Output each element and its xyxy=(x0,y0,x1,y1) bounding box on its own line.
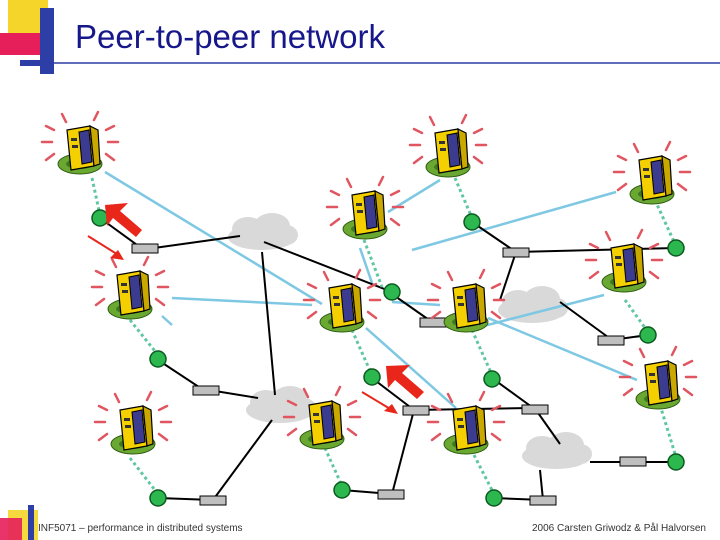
router-icon xyxy=(667,453,685,471)
arrows xyxy=(87,203,424,414)
server-icon xyxy=(93,390,173,456)
peer-links xyxy=(104,170,638,409)
cloud-icon xyxy=(498,286,568,323)
router-icon xyxy=(149,350,167,368)
arrow-icon xyxy=(386,365,424,399)
router-icon xyxy=(149,489,167,507)
hub-icon xyxy=(419,317,447,328)
server-icon xyxy=(90,255,170,321)
hub-icon xyxy=(377,489,405,500)
hub-icon xyxy=(521,404,549,415)
server-icon xyxy=(40,110,120,176)
hub-icon xyxy=(402,405,430,416)
router-icon xyxy=(363,368,381,386)
router-icon xyxy=(333,481,351,499)
router-icon xyxy=(463,213,481,231)
server-icon xyxy=(325,175,405,241)
server-icon xyxy=(584,228,664,294)
arrow-icon xyxy=(384,404,398,414)
server-icon xyxy=(408,113,488,179)
cloud-icon xyxy=(228,213,298,250)
hub-icon xyxy=(529,495,557,506)
hub-icon xyxy=(619,456,647,467)
hub-icon xyxy=(502,247,530,258)
hub-icon xyxy=(597,335,625,346)
arrow-icon xyxy=(110,250,124,260)
cloud-icon xyxy=(522,432,592,469)
footer-course: INF5071 – performance in distributed sys… xyxy=(38,523,243,534)
arrow-icon xyxy=(105,203,142,237)
router-icon xyxy=(667,239,685,257)
access-links xyxy=(90,177,678,495)
arrow-icon xyxy=(87,235,121,257)
router-icon xyxy=(483,370,501,388)
router-icon xyxy=(383,283,401,301)
router-icon xyxy=(639,326,657,344)
router-icon xyxy=(91,209,109,227)
logo-accent xyxy=(0,0,54,540)
hub-icon xyxy=(199,495,227,506)
server-icon xyxy=(612,140,692,206)
hubs xyxy=(131,243,647,506)
hub-icon xyxy=(192,385,220,396)
router-icon xyxy=(485,489,503,507)
arrow-icon xyxy=(361,391,393,411)
hub-icon xyxy=(131,243,159,254)
routers xyxy=(91,209,685,507)
slide-title: Peer-to-peer network xyxy=(75,18,385,55)
server-icon xyxy=(426,390,506,456)
footer-copyright: 2006 Carsten Griwodz & Pål Halvorsen xyxy=(532,523,706,534)
